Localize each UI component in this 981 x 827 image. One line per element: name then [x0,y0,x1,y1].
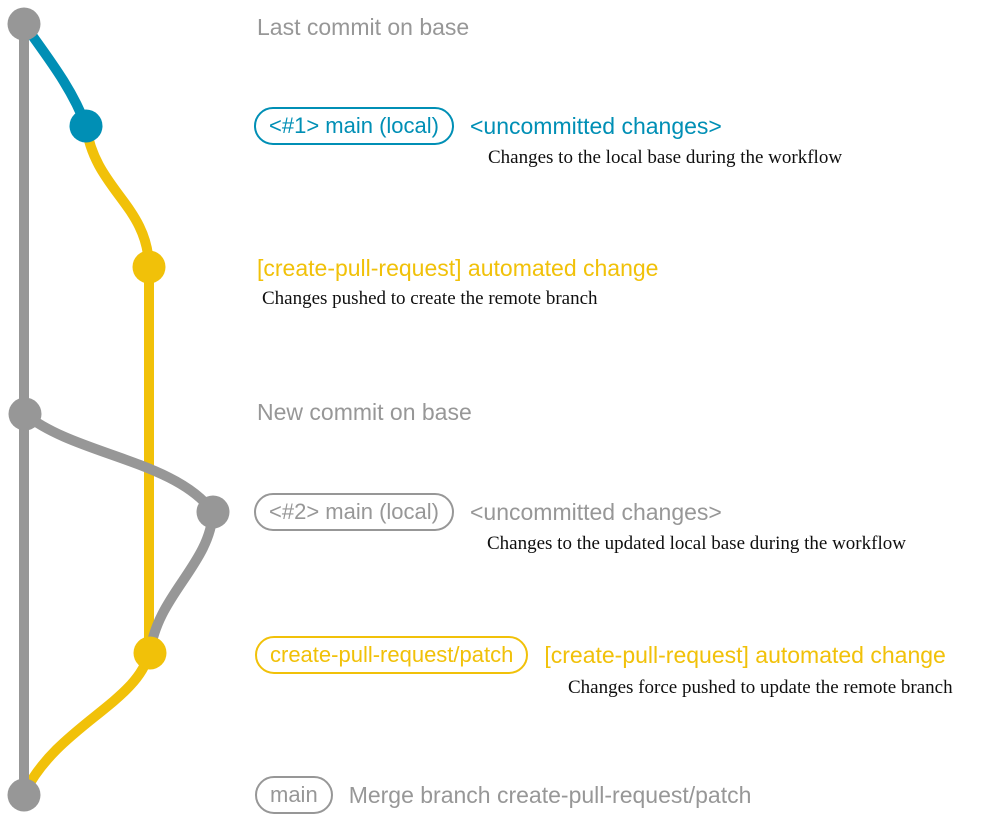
commit-dot-last-base [7,7,41,41]
merge-message: Merge branch create-pull-request/patch [348,782,752,808]
merge-row: main Merge branch create-pull-request/pa… [255,776,751,814]
commit2-note: Changes to the updated local base during… [487,533,906,554]
commit-dot-new-base [8,397,42,431]
push2-note: Changes force pushed to update the remot… [568,677,953,698]
last-commit-label: Last commit on base [257,14,470,40]
commit-dot-local-main-1 [69,109,103,143]
commit-dot-patch-1 [132,250,166,284]
new-commit-label: New commit on base [257,399,472,425]
push1-note: Changes pushed to create the remote bran… [262,288,598,309]
branch-chip-main-local-2: <#2> main (local) [254,493,454,531]
commit1-note: Changes to the local base during the wor… [488,147,843,168]
branch-chip-patch: create-pull-request/patch [255,636,529,674]
local-main2-branch-in-line [145,511,218,654]
commit2-message: <uncommitted changes> [469,499,722,525]
local-main2-branch-out-line [21,410,218,516]
commit-dot-patch-2 [133,636,167,670]
commit-dot-merge [7,778,41,812]
commit1-row: <#1> main (local) <uncommitted changes> [254,107,722,145]
commit-dot-local-main-2 [196,495,230,529]
branch-chip-main: main [255,776,333,814]
push1-message: [create-pull-request] automated change [257,255,659,281]
commit2-row: <#2> main (local) <uncommitted changes> [254,493,722,531]
commit1-message: <uncommitted changes> [469,113,722,139]
push2-row: create-pull-request/patch [create-pull-r… [255,636,946,674]
branch-chip-main-local-1: <#1> main (local) [254,107,454,145]
local-main-branch-line [19,21,91,128]
push2-message: [create-pull-request] automated change [544,642,946,668]
